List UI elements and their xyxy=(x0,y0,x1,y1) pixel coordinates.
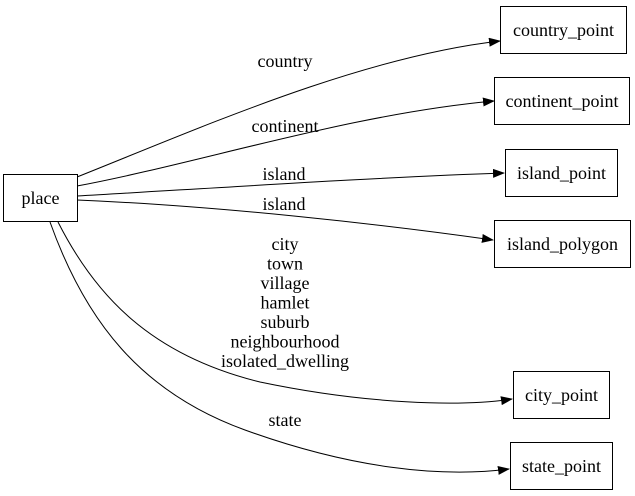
edge-label-island-polygon: island xyxy=(263,194,306,214)
node-box-place xyxy=(3,174,78,222)
node-label-place: place xyxy=(22,188,60,208)
node-island-polygon: island_polygon xyxy=(494,220,631,268)
node-state-point: state_point xyxy=(510,442,613,490)
node-box-continent-point xyxy=(494,77,630,125)
node-country-point: country_point xyxy=(500,6,627,54)
node-continent-point: continent_point xyxy=(494,77,630,125)
edge-label-neighbourhood-line: neighbourhood xyxy=(231,332,340,352)
edge-label-suburb-line: suburb xyxy=(261,312,310,332)
edge-place-island-polygon xyxy=(76,199,494,243)
edge-label-city-multiline: city town village hamlet suburb neighbou… xyxy=(221,234,349,371)
edge-place-country-point xyxy=(76,37,501,178)
node-label-state-point: state_point xyxy=(522,456,601,476)
node-label-island-point: island_point xyxy=(517,163,606,183)
edge-label-group: country continent island island city tow… xyxy=(221,51,349,430)
node-label-continent-point: continent_point xyxy=(506,91,619,111)
edge-label-village-line: village xyxy=(261,273,310,293)
node-place: place xyxy=(3,174,78,222)
node-label-island-polygon: island_polygon xyxy=(507,234,618,254)
edge-label-island-point: island xyxy=(263,164,306,184)
node-box-state-point xyxy=(510,442,613,490)
edge-place-continent-point xyxy=(76,97,495,187)
edge-label-hamlet-line: hamlet xyxy=(261,293,310,313)
edge-place-island-point xyxy=(76,168,505,197)
node-city-point: city_point xyxy=(513,371,610,419)
node-box-country-point xyxy=(500,6,627,54)
edge-label-country: country xyxy=(258,51,313,71)
edge-place-city-point xyxy=(57,221,513,406)
node-label-city-point: city_point xyxy=(525,385,598,405)
node-box-island-point xyxy=(505,149,618,197)
edge-group xyxy=(49,37,513,475)
node-group: place country_point continent_point isla… xyxy=(3,6,631,490)
node-box-island-polygon xyxy=(494,220,631,268)
edge-label-state: state xyxy=(269,410,302,430)
edge-label-isolated-dwelling-line: isolated_dwelling xyxy=(221,351,349,371)
edge-place-state-point xyxy=(49,221,510,475)
node-box-city-point xyxy=(513,371,610,419)
node-island-point: island_point xyxy=(505,149,618,197)
edge-label-continent: continent xyxy=(252,116,319,136)
node-label-country-point: country_point xyxy=(513,20,614,40)
edge-label-town-line: town xyxy=(267,254,303,274)
edge-label-city-line: city xyxy=(272,234,299,254)
